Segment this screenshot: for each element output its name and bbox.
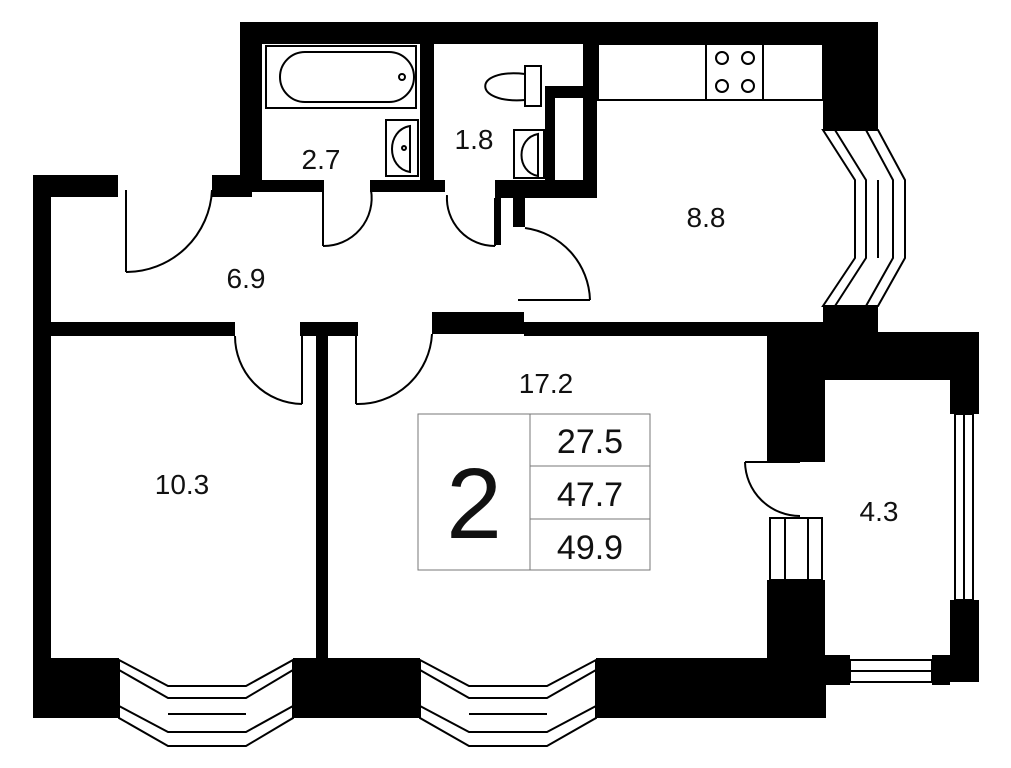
toilet-icon	[484, 65, 542, 107]
windows	[118, 129, 974, 747]
total-area-balcony-value: 49.9	[557, 529, 623, 567]
room-label-toilet: 1.8	[455, 124, 494, 155]
total-area-value: 47.7	[557, 476, 623, 514]
bath-sink-icon	[385, 119, 419, 177]
stove-icon	[597, 43, 824, 101]
toilet-sink-icon	[513, 129, 545, 179]
room-label-bedroom: 10.3	[155, 469, 210, 500]
rooms-count: 2	[446, 448, 502, 560]
fixtures	[265, 43, 824, 179]
room-label-bathroom: 2.7	[302, 144, 341, 175]
room-label-hall: 6.9	[227, 263, 266, 294]
walls	[33, 22, 979, 718]
room-label-balcony: 4.3	[860, 496, 899, 527]
doors	[125, 189, 801, 517]
living-area-value: 27.5	[557, 423, 623, 461]
bathtub-icon	[265, 45, 417, 109]
room-label-living: 17.2	[519, 368, 574, 399]
room-label-kitchen: 8.8	[687, 202, 726, 233]
area-summary-table	[417, 413, 651, 571]
